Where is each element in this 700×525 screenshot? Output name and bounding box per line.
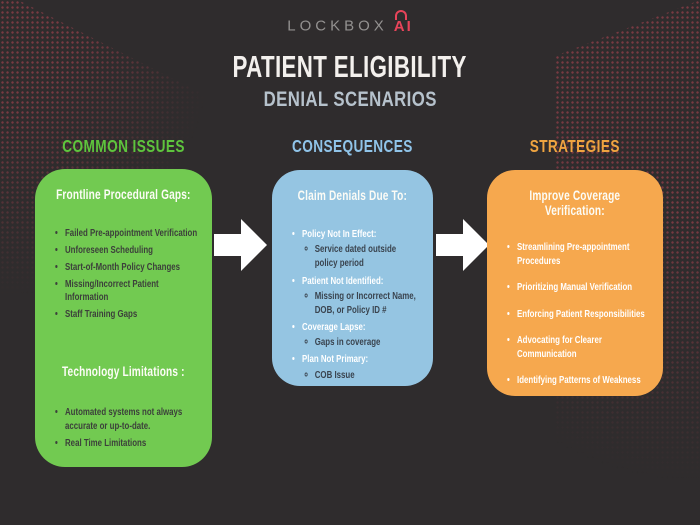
column-header-common-issues: COMMON ISSUES bbox=[62, 136, 185, 156]
right-arrow-icon bbox=[436, 219, 489, 271]
list-item: Real Time Limitations bbox=[65, 437, 200, 451]
section-heading: Claim Denials Due To: bbox=[297, 188, 407, 203]
list-item: Plan Not Primary: COB Issue bbox=[302, 352, 421, 381]
list-item: Advocating for Clearer Communication bbox=[517, 333, 651, 361]
list-item: Start-of-Month Policy Changes bbox=[65, 261, 200, 275]
logo-ai-suffix: AI bbox=[394, 9, 413, 35]
sub-bullet-list: COB Issue bbox=[302, 368, 421, 382]
list-item: Prioritizing Manual Verification bbox=[517, 280, 651, 294]
list-item: Coverage Lapse: Gaps in coverage bbox=[302, 320, 421, 349]
lockbox-ai-logo: LOCKBOX AI bbox=[0, 9, 700, 35]
list-item: Enforcing Patient Responsibilities bbox=[517, 307, 651, 321]
list-item: Identifying Patterns of Weakness bbox=[517, 373, 651, 387]
page-subtitle: DENIAL SCENARIOS bbox=[263, 88, 437, 111]
list-item: Streamlining Pre-appointment Procedures bbox=[517, 240, 651, 268]
list-item: Staff Training Gaps bbox=[65, 308, 200, 322]
list-item: Policy Not In Effect: Service dated outs… bbox=[302, 227, 421, 271]
section-heading: Frontline Procedural Gaps: bbox=[56, 187, 191, 202]
bullet-list: Failed Pre-appointment Verification Unfo… bbox=[47, 227, 200, 322]
list-item: Failed Pre-appointment Verification bbox=[65, 227, 200, 241]
section-heading: Technology Limitations : bbox=[61, 364, 185, 380]
section-heading: Improve Coverage Verification: bbox=[529, 188, 621, 218]
list-item: Unforeseen Scheduling bbox=[65, 244, 200, 258]
logo-wordmark: LOCKBOX bbox=[287, 17, 388, 35]
consequences-box: Claim Denials Due To: Policy Not In Effe… bbox=[272, 170, 433, 386]
sub-bullet-list: Gaps in coverage bbox=[302, 335, 421, 349]
bullet-list: Automated systems not always accurate or… bbox=[47, 406, 200, 451]
list-item: Automated systems not always accurate or… bbox=[65, 406, 200, 434]
column-header-strategies: STRATEGIES bbox=[529, 136, 621, 156]
bullet-list: Streamlining Pre-appointment Procedures … bbox=[499, 240, 651, 387]
sub-list-item: Missing or Incorrect Name, DOB, or Polic… bbox=[315, 289, 421, 317]
sub-list-item: COB Issue bbox=[315, 368, 421, 382]
bullet-list: Policy Not In Effect: Service dated outs… bbox=[284, 227, 421, 382]
common-issues-box: Frontline Procedural Gaps: Failed Pre-ap… bbox=[35, 169, 212, 467]
sub-list-item: Service dated outside policy period bbox=[315, 242, 421, 270]
sub-bullet-list: Missing or Incorrect Name, DOB, or Polic… bbox=[302, 289, 421, 317]
page-title: PATIENT ELIGIBILITY bbox=[232, 49, 468, 84]
sub-list-item: Gaps in coverage bbox=[315, 335, 421, 349]
strategies-box: Improve Coverage Verification: Streamlin… bbox=[487, 170, 663, 396]
sub-bullet-list: Service dated outside policy period bbox=[302, 242, 421, 270]
right-arrow-icon bbox=[214, 219, 267, 271]
lock-icon bbox=[394, 9, 407, 20]
column-header-consequences: CONSEQUENCES bbox=[292, 136, 413, 156]
list-item: Patient Not Identified: Missing or Incor… bbox=[302, 274, 421, 318]
list-item: Missing/Incorrect Patient Information bbox=[65, 278, 200, 306]
